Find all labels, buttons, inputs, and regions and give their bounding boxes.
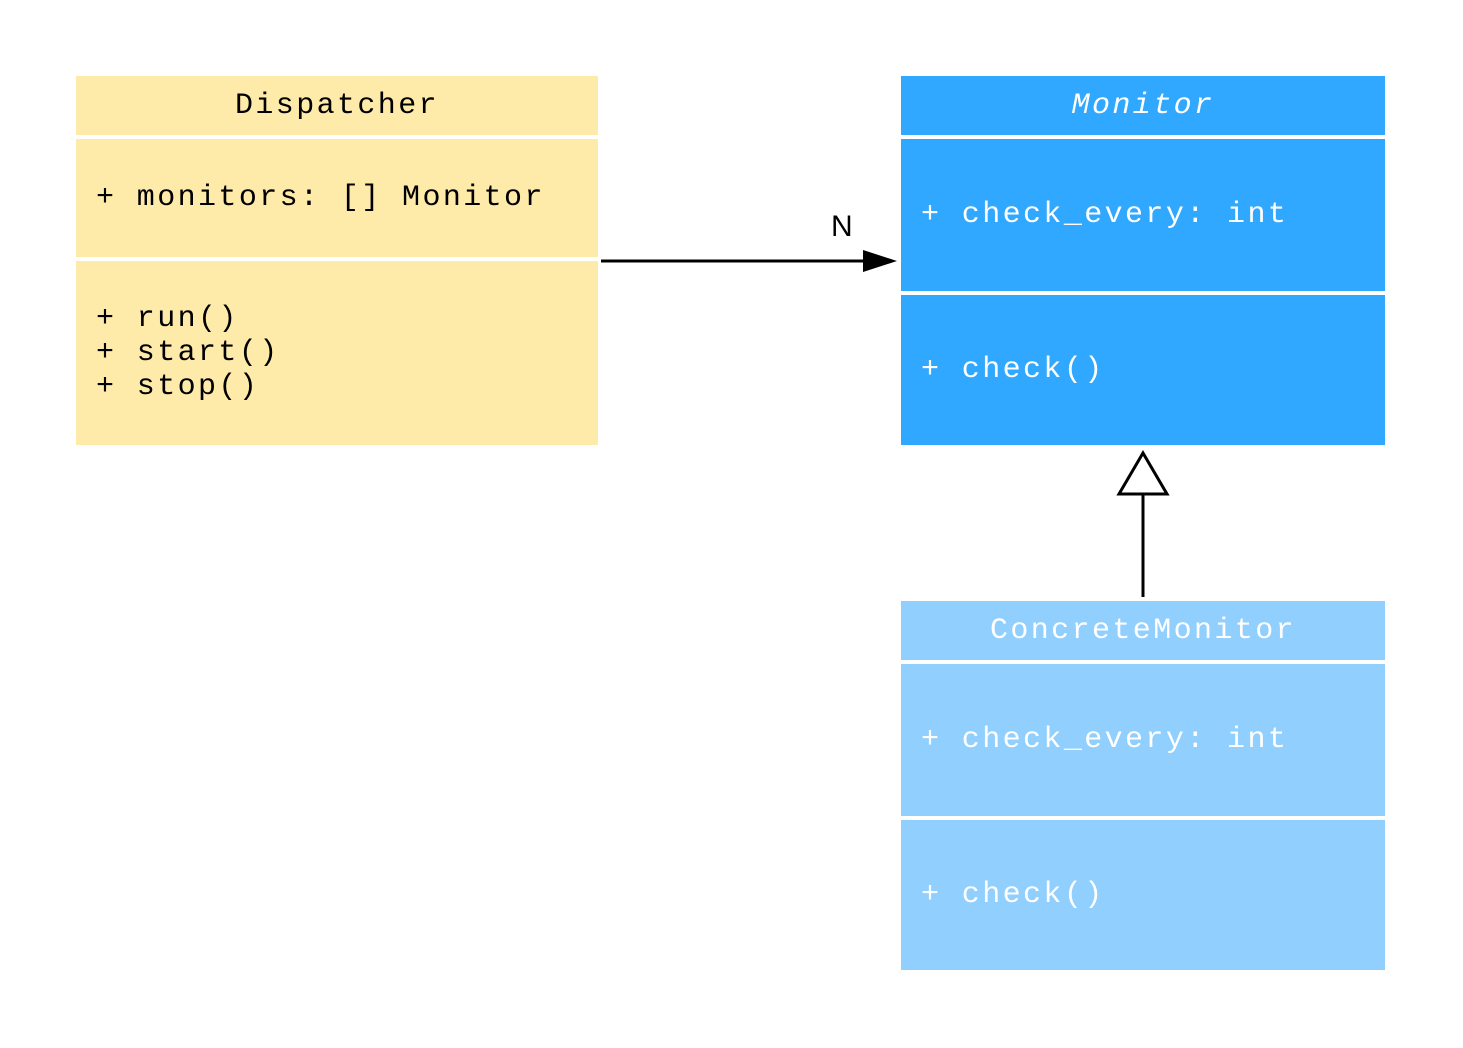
- monitor-methods: + check(): [901, 295, 1385, 445]
- dispatcher-name: Dispatcher: [76, 76, 598, 135]
- monitor-attributes: + check_every: int: [901, 139, 1385, 291]
- inheritance-arrow: [1116, 450, 1170, 597]
- multiplicity-label: N: [831, 210, 853, 243]
- association-arrow: [601, 250, 897, 272]
- concrete-monitor-methods: + check(): [901, 820, 1385, 970]
- dispatcher-attributes: + monitors: [] Monitor: [76, 139, 598, 257]
- concrete-monitor-name: ConcreteMonitor: [901, 601, 1385, 660]
- monitor-name: Monitor: [901, 76, 1385, 135]
- concrete-monitor-attributes: + check_every: int: [901, 664, 1385, 816]
- dispatcher-methods: + run() + start() + stop(): [76, 261, 598, 445]
